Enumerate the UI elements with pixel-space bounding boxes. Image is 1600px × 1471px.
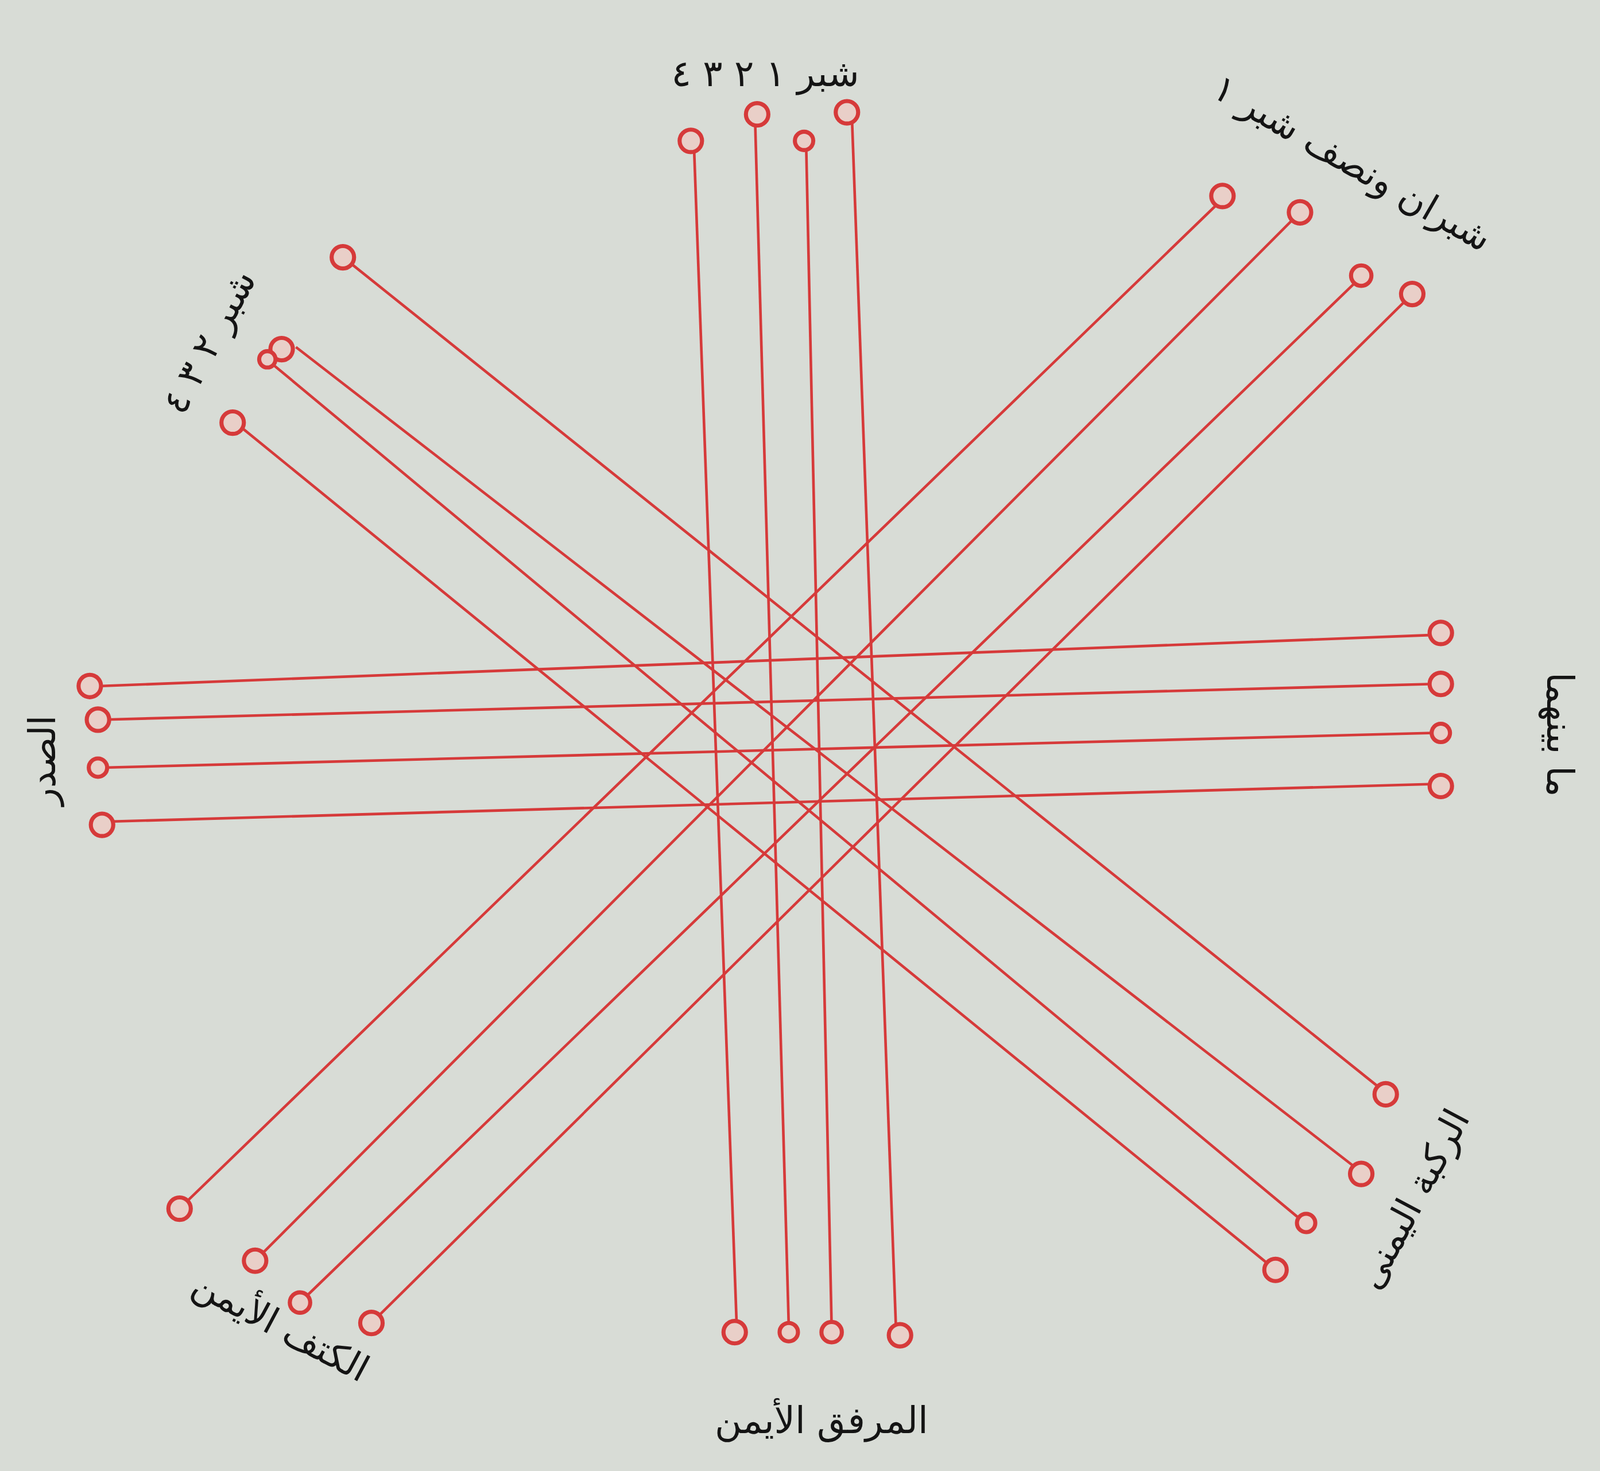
body-part-label: المرفق الأيمن: [714, 1398, 929, 1443]
body-part-label: شبر ١ ٢ ٣ ٤: [671, 51, 860, 96]
end-loops: [78, 101, 1452, 1347]
red-lines: [102, 120, 1435, 1328]
body-part-label: الصدر: [20, 715, 65, 806]
body-part-label: ما بينهما: [1536, 672, 1582, 797]
